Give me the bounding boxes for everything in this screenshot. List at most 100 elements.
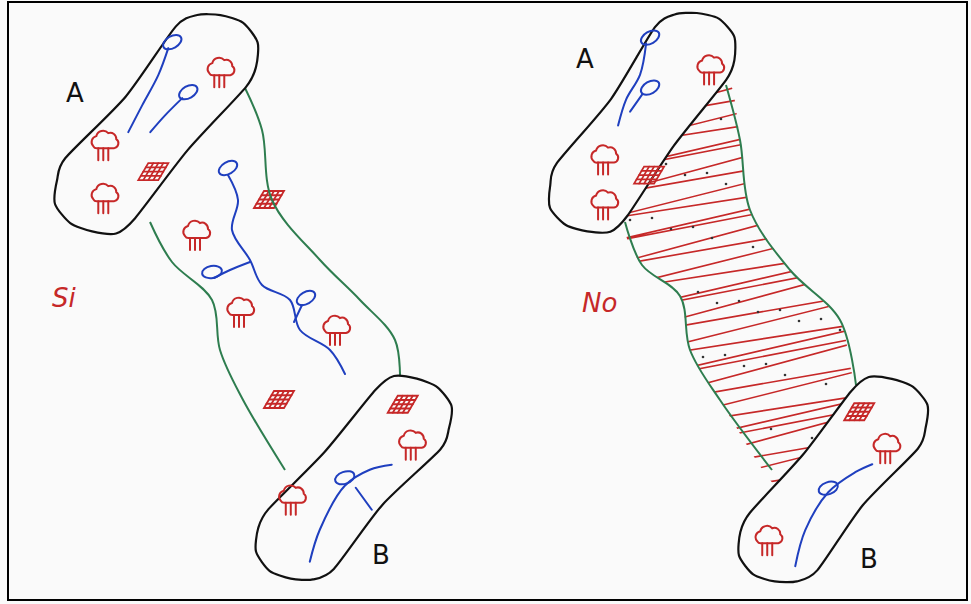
dot bbox=[724, 354, 727, 357]
dot bbox=[765, 363, 768, 366]
tree-symbol bbox=[697, 56, 724, 85]
dot bbox=[747, 181, 750, 184]
field-symbol bbox=[634, 167, 664, 184]
dot bbox=[684, 174, 687, 177]
river-line bbox=[228, 175, 345, 374]
patch-letter: B bbox=[372, 542, 390, 568]
dot bbox=[743, 365, 746, 368]
habitat-patch: A bbox=[544, 7, 740, 238]
dot bbox=[752, 246, 755, 249]
patch-outline bbox=[49, 9, 264, 239]
dot bbox=[683, 345, 686, 348]
dot bbox=[779, 309, 782, 312]
patch-outline bbox=[544, 7, 740, 238]
tree-symbol bbox=[755, 526, 782, 555]
tree-symbol bbox=[399, 431, 426, 460]
dot bbox=[729, 419, 732, 422]
lake-symbol bbox=[160, 32, 183, 52]
dot bbox=[766, 192, 769, 195]
dot bbox=[693, 475, 696, 478]
tree-symbol bbox=[323, 316, 350, 345]
dot bbox=[706, 172, 709, 175]
dot bbox=[770, 428, 773, 431]
panel-label: Si bbox=[52, 285, 76, 311]
dot bbox=[692, 226, 695, 229]
habitat-patch: B bbox=[733, 371, 933, 587]
dot bbox=[839, 329, 842, 332]
dot bbox=[807, 201, 810, 204]
patch-border bbox=[549, 13, 735, 233]
dot bbox=[843, 145, 846, 148]
frame bbox=[8, 2, 967, 600]
lake-symbol bbox=[216, 158, 239, 178]
corridor-edge bbox=[726, 85, 856, 385]
tree-symbol bbox=[227, 298, 254, 327]
dot bbox=[633, 455, 636, 458]
river-line bbox=[150, 98, 182, 132]
lake-symbol bbox=[817, 479, 840, 497]
dot bbox=[829, 199, 832, 202]
patch-letter: B bbox=[860, 546, 878, 572]
tree-symbol bbox=[207, 58, 234, 87]
corridor-edge bbox=[245, 88, 400, 385]
dot bbox=[834, 264, 837, 267]
dot bbox=[756, 482, 759, 485]
field-symbol bbox=[138, 163, 168, 180]
patch-letter: A bbox=[66, 80, 84, 106]
dot bbox=[688, 410, 691, 413]
habitat-patch: B bbox=[250, 370, 458, 585]
river-line bbox=[294, 305, 302, 322]
dot bbox=[652, 466, 655, 469]
patch-border bbox=[54, 14, 258, 234]
dot bbox=[761, 127, 764, 130]
field-symbol bbox=[264, 391, 294, 408]
dot bbox=[798, 320, 801, 323]
dot bbox=[793, 255, 796, 258]
dot bbox=[674, 464, 677, 467]
field-symbol bbox=[388, 396, 418, 413]
dot bbox=[870, 208, 873, 211]
dot bbox=[642, 336, 645, 339]
tree-symbol bbox=[873, 434, 900, 463]
tree-symbol bbox=[91, 184, 118, 213]
dot bbox=[620, 338, 623, 341]
dot bbox=[647, 401, 650, 404]
lake-symbol bbox=[201, 264, 223, 279]
dot bbox=[820, 318, 823, 321]
dot bbox=[861, 327, 864, 330]
dot bbox=[811, 437, 814, 440]
dot bbox=[725, 183, 728, 186]
dot bbox=[665, 163, 668, 166]
dot bbox=[702, 356, 705, 359]
river-line bbox=[356, 488, 372, 510]
dot bbox=[734, 484, 737, 487]
dot bbox=[697, 291, 700, 294]
dot bbox=[802, 136, 805, 139]
dot bbox=[848, 210, 851, 213]
dot bbox=[757, 311, 760, 314]
dot bbox=[670, 228, 673, 231]
river-line bbox=[630, 95, 642, 112]
panel-label: No bbox=[582, 290, 617, 316]
dot bbox=[715, 473, 718, 476]
dot bbox=[720, 118, 723, 121]
tree-symbol bbox=[591, 191, 618, 220]
patch-border bbox=[738, 376, 928, 582]
dot bbox=[857, 91, 860, 94]
dot bbox=[656, 282, 659, 285]
corridor-edge bbox=[625, 222, 772, 470]
dot bbox=[825, 383, 828, 386]
dot bbox=[788, 190, 791, 193]
dot bbox=[629, 219, 632, 222]
patch-border bbox=[256, 376, 452, 580]
dot bbox=[661, 347, 664, 350]
tree-symbol bbox=[183, 221, 210, 250]
field-symbol bbox=[844, 403, 874, 420]
dot bbox=[875, 273, 878, 276]
corridor-edge bbox=[150, 222, 285, 470]
dot bbox=[716, 302, 719, 305]
dot bbox=[738, 300, 741, 303]
lake-symbol bbox=[294, 288, 317, 308]
river-line bbox=[618, 44, 646, 126]
